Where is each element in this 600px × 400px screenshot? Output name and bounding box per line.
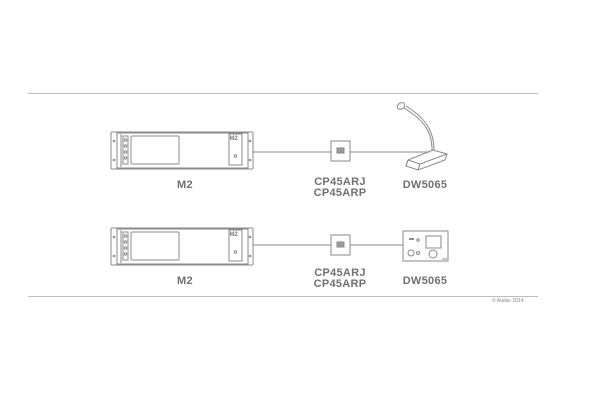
top-divider <box>28 93 538 94</box>
desk-microphone-icon <box>396 102 448 171</box>
device-label-dw5065: DW5065 <box>402 275 448 287</box>
connector-label-cp45arp: CP45ARP <box>313 187 367 199</box>
m2-rack-unit-icon <box>110 227 254 266</box>
wall-panel-microphone-icon <box>402 230 449 262</box>
device-label-dw5065: DW5065 <box>402 179 448 191</box>
wall-socket-icon <box>330 234 351 256</box>
connector-label-cp45arj: CP45ARJ <box>314 267 366 279</box>
device-label-m2: M2 <box>177 179 193 191</box>
bottom-divider <box>28 296 538 297</box>
svg-text:M2: M2 <box>230 136 239 142</box>
device-label-m2: M2 <box>177 275 193 287</box>
wall-socket-icon <box>330 140 351 162</box>
connector-label-cp45arj: CP45ARJ <box>314 176 366 188</box>
connector-label-cp45arp: CP45ARP <box>313 278 367 290</box>
m2-rack-unit-icon <box>110 131 254 170</box>
copyright-notice: © Audac 2014 <box>492 298 524 304</box>
svg-text:M2: M2 <box>230 232 239 238</box>
